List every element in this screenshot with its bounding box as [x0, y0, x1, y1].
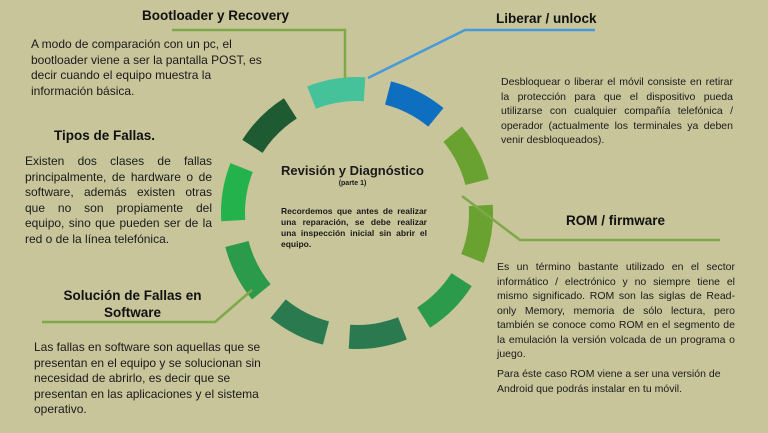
rom-text: Es un término bastante utilizado en el s… — [497, 261, 735, 360]
connector-solucion — [42, 289, 253, 324]
liberar-text: Desbloquear o liberar el móvil consiste … — [501, 76, 733, 146]
ring-segment-9 — [221, 163, 253, 222]
tipos-title: Tipos de Fallas. — [54, 128, 156, 143]
ring-segment-5 — [417, 273, 472, 328]
solucion-text: Las fallas en software son aquellas que … — [34, 340, 261, 416]
connector-bootloader — [172, 28, 347, 78]
center-title: Revisión y Diagnóstico — [280, 163, 425, 178]
rom-text-extra: Para éste caso ROM viene a ser una versi… — [497, 368, 721, 395]
ring-segment-8 — [225, 241, 271, 300]
liberar-title: Liberar / unlock — [496, 11, 597, 26]
rom-title: ROM / firmware — [566, 213, 666, 228]
bootloader-title: Bootloader y Recovery — [142, 8, 290, 23]
solucion-title: Solución de Fallas en Software — [63, 288, 202, 320]
ring-segment-3 — [443, 126, 489, 185]
ring-segment-1 — [307, 76, 366, 109]
connector-liberar — [367, 28, 595, 80]
bootloader-text: A modo de comparación con un pc, el boot… — [31, 37, 262, 98]
center-subtitle: (parte 1) — [338, 180, 367, 187]
ring-segment-7 — [270, 299, 329, 345]
ring-segment-10 — [242, 98, 297, 153]
tipos-text: Existen dos clases de fallas principalme… — [25, 154, 212, 246]
ring-segment-6 — [348, 317, 407, 350]
ring-segment-4 — [461, 204, 494, 263]
cycle-ring — [221, 76, 494, 350]
ring-segment-2 — [385, 81, 444, 127]
center-note: Recordemos que antes de realizar una rep… — [281, 206, 427, 249]
connector-rom — [461, 195, 720, 242]
